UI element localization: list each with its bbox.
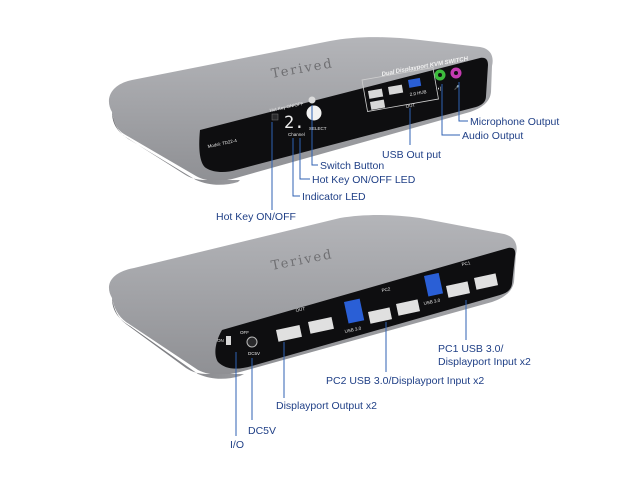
- callout-indicator-led: Indicator LED: [302, 191, 366, 203]
- callout-pc1-line2: Displayport Input x2: [438, 356, 531, 368]
- displayport-out-1[interactable]: [276, 325, 302, 342]
- callout-hotkey-onoff: Hot Key ON/OFF: [216, 211, 296, 223]
- on-label: ON: [217, 338, 224, 343]
- callout-audio-output: Audio Output: [462, 130, 523, 142]
- callout-dc5v: DC5V: [248, 425, 276, 437]
- hotkey-toggle-switch[interactable]: [271, 113, 279, 121]
- usb-out-port-3[interactable]: [370, 99, 386, 110]
- back-device-body: [108, 215, 517, 375]
- pc2-usb-caption: USB 3.0: [344, 325, 362, 333]
- dc5v-label: DC5V: [248, 351, 260, 356]
- off-label: OFF: [240, 330, 249, 335]
- usb-out-caption: OUT: [405, 102, 415, 109]
- front-callouts: Microphone Output Audio Output USB Out p…: [216, 116, 559, 223]
- back-device: Terived ON OFF DC5V OUT USB 3.0 PC2 USB …: [108, 215, 517, 379]
- audio-symbol-icon: ◖): [437, 86, 442, 91]
- pc1-tag: PC1: [461, 260, 471, 267]
- back-callouts: PC1 USB 3.0/ Displayport Input x2 PC2 US…: [230, 343, 531, 451]
- usb-hub-port[interactable]: [408, 77, 422, 88]
- pc1-displayport-1[interactable]: [446, 281, 471, 298]
- back-callout-lines: [235, 300, 467, 436]
- usb-out-port-2[interactable]: [388, 84, 404, 95]
- out-tag: OUT: [295, 306, 306, 313]
- model-label: Model: TD22-4: [207, 138, 238, 149]
- dual-label: Dual: [381, 70, 395, 78]
- pc2-displayport-2[interactable]: [396, 299, 421, 316]
- dc-power-jack[interactable]: [246, 336, 258, 348]
- pc1-usb-caption: USB 3.0: [423, 297, 441, 305]
- power-switch[interactable]: [226, 336, 231, 345]
- displayport-out-2[interactable]: [307, 317, 334, 334]
- callout-switch-button: Switch Button: [320, 160, 384, 172]
- callout-pc2-input: PC2 USB 3.0/Displayport Input x2: [326, 375, 484, 387]
- usb-hub-caption: 2.0 HUB: [409, 89, 427, 97]
- pc2-usb3-port[interactable]: [344, 298, 365, 324]
- channel-caption: Channel: [288, 132, 305, 137]
- channel-display: 2.: [284, 113, 304, 133]
- pc1-usb3-port[interactable]: [424, 272, 444, 297]
- usb-port-frame: [361, 67, 439, 112]
- pc1-displayport-2[interactable]: [474, 273, 499, 290]
- microphone-symbol-icon: 🎤: [454, 84, 460, 90]
- front-callout-lines: [271, 82, 468, 210]
- usb-out-port-1[interactable]: [368, 88, 384, 99]
- select-button[interactable]: [306, 105, 322, 121]
- callout-hotkey-led: Hot Key ON/OFF LED: [312, 174, 416, 186]
- callout-displayport-output: Displayport Output x2: [276, 400, 377, 412]
- pc2-displayport-1[interactable]: [368, 307, 393, 324]
- hotkey-led-icon: [308, 96, 316, 104]
- front-device: Terived Model: TD22-4 Hot Key ON/OFF 2. …: [108, 37, 493, 185]
- callout-pc1-line1: PC1 USB 3.0/: [438, 343, 503, 355]
- callout-usb-out-put: USB Out put: [382, 149, 441, 161]
- callout-microphone-output: Microphone Output: [470, 116, 559, 128]
- select-caption: SELECT: [309, 126, 327, 131]
- pc2-tag: PC2: [381, 286, 391, 293]
- callout-io: I/O: [230, 439, 244, 451]
